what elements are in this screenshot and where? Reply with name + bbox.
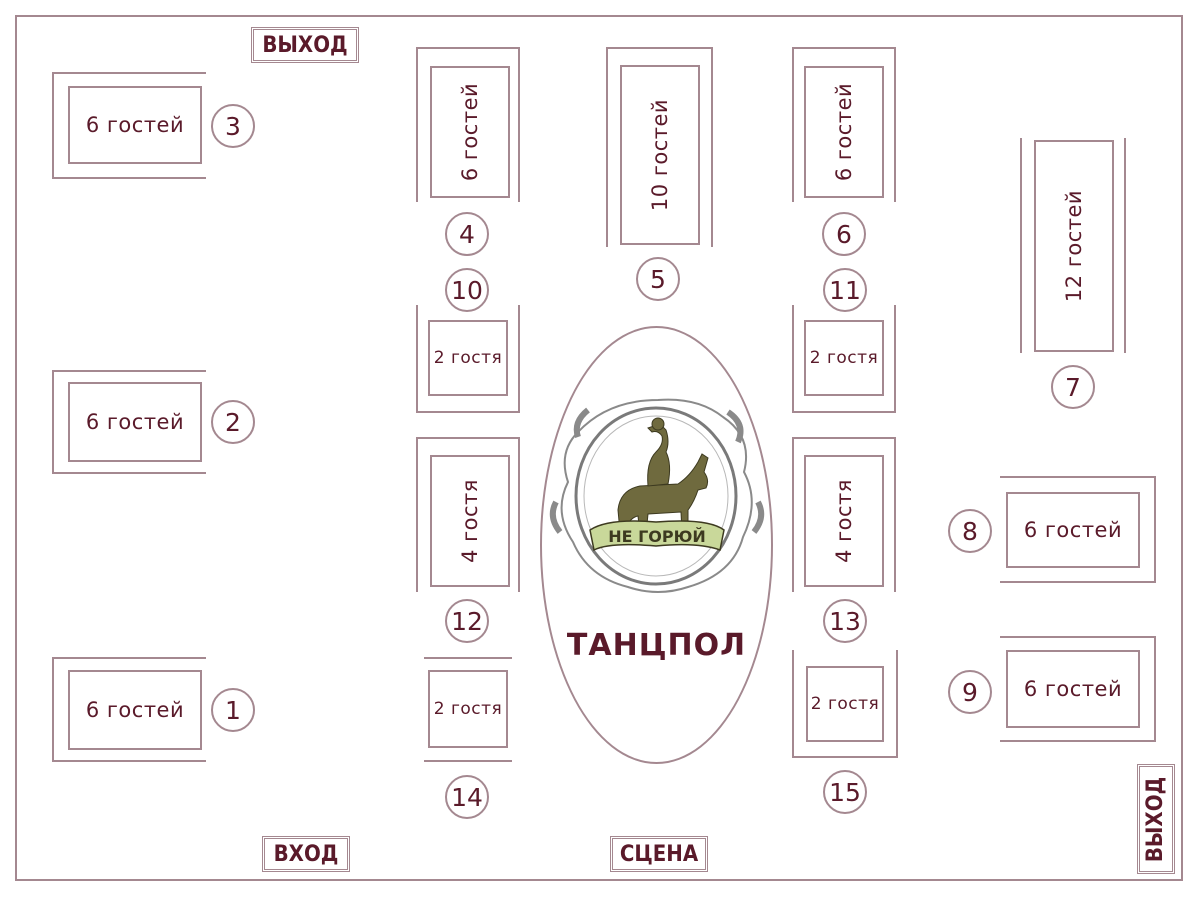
table-3-number: 3 <box>211 104 255 148</box>
dance-floor-label: ТАНЦПОЛ <box>566 628 747 663</box>
exit-sign-right: ВЫХОД <box>1137 764 1175 874</box>
table-8-capacity: 6 гостей <box>1023 518 1123 542</box>
table-10-number: 10 <box>445 268 489 312</box>
table-8[interactable]: 6 гостей <box>1006 492 1140 568</box>
table-10-capacity: 2 гостя <box>433 348 503 368</box>
table-4-number: 4 <box>445 212 489 256</box>
table-7-capacity: 12 гостей <box>1062 189 1086 303</box>
table-4[interactable]: 6 гостей <box>430 66 510 198</box>
table-11[interactable]: 2 гостя <box>804 320 884 396</box>
table-4-capacity: 6 гостей <box>458 82 483 182</box>
table-12[interactable]: 4 гостя <box>430 455 510 587</box>
table-8-number: 8 <box>948 509 992 553</box>
stage-sign: СЦЕНА <box>610 836 708 872</box>
table-2-number: 2 <box>211 400 255 444</box>
table-9[interactable]: 6 гостей <box>1006 650 1140 728</box>
table-9-capacity: 6 гостей <box>1023 677 1123 701</box>
table-10[interactable]: 2 гостя <box>428 320 508 396</box>
table-1-capacity: 6 гостей <box>85 698 185 722</box>
table-13[interactable]: 4 гостя <box>804 455 884 587</box>
table-5-number: 5 <box>636 257 680 301</box>
table-7[interactable]: 12 гостей <box>1034 140 1114 352</box>
table-2-capacity: 6 гостей <box>85 410 185 434</box>
table-12-capacity: 4 гостя <box>458 479 482 563</box>
table-11-capacity: 2 гостя <box>809 348 879 368</box>
table-6-capacity: 6 гостей <box>832 82 857 182</box>
table-3-capacity: 6 гостей <box>85 113 185 137</box>
table-13-capacity: 4 гостя <box>832 479 856 563</box>
table-3[interactable]: 6 гостей <box>68 86 202 164</box>
table-1[interactable]: 6 гостей <box>68 670 202 750</box>
table-2[interactable]: 6 гостей <box>68 382 202 462</box>
logo-emblem: НЕ ГОРЮЙ <box>549 398 765 593</box>
table-12-number: 12 <box>445 599 489 643</box>
table-15-capacity: 2 гостя <box>810 694 880 714</box>
table-1-number: 1 <box>211 688 255 732</box>
table-9-number: 9 <box>948 670 992 714</box>
table-15-number: 15 <box>823 770 867 814</box>
exit-sign-top: ВЫХОД <box>251 27 359 63</box>
table-5[interactable]: 10 гостей <box>620 65 700 245</box>
table-11-number: 11 <box>823 268 867 312</box>
logo-text: НЕ ГОРЮЙ <box>608 527 706 546</box>
table-7-number: 7 <box>1051 365 1095 409</box>
floor-plan <box>15 15 1183 881</box>
dance-floor <box>540 326 773 764</box>
table-14-capacity: 2 гостя <box>433 699 503 719</box>
table-6-number: 6 <box>822 212 866 256</box>
table-14[interactable]: 2 гостя <box>428 670 508 748</box>
table-13-number: 13 <box>823 599 867 643</box>
entrance-sign: ВХОД <box>262 836 350 872</box>
table-5-capacity: 10 гостей <box>648 98 672 212</box>
table-6[interactable]: 6 гостей <box>804 66 884 198</box>
table-15[interactable]: 2 гостя <box>806 666 884 742</box>
table-14-number: 14 <box>445 775 489 819</box>
